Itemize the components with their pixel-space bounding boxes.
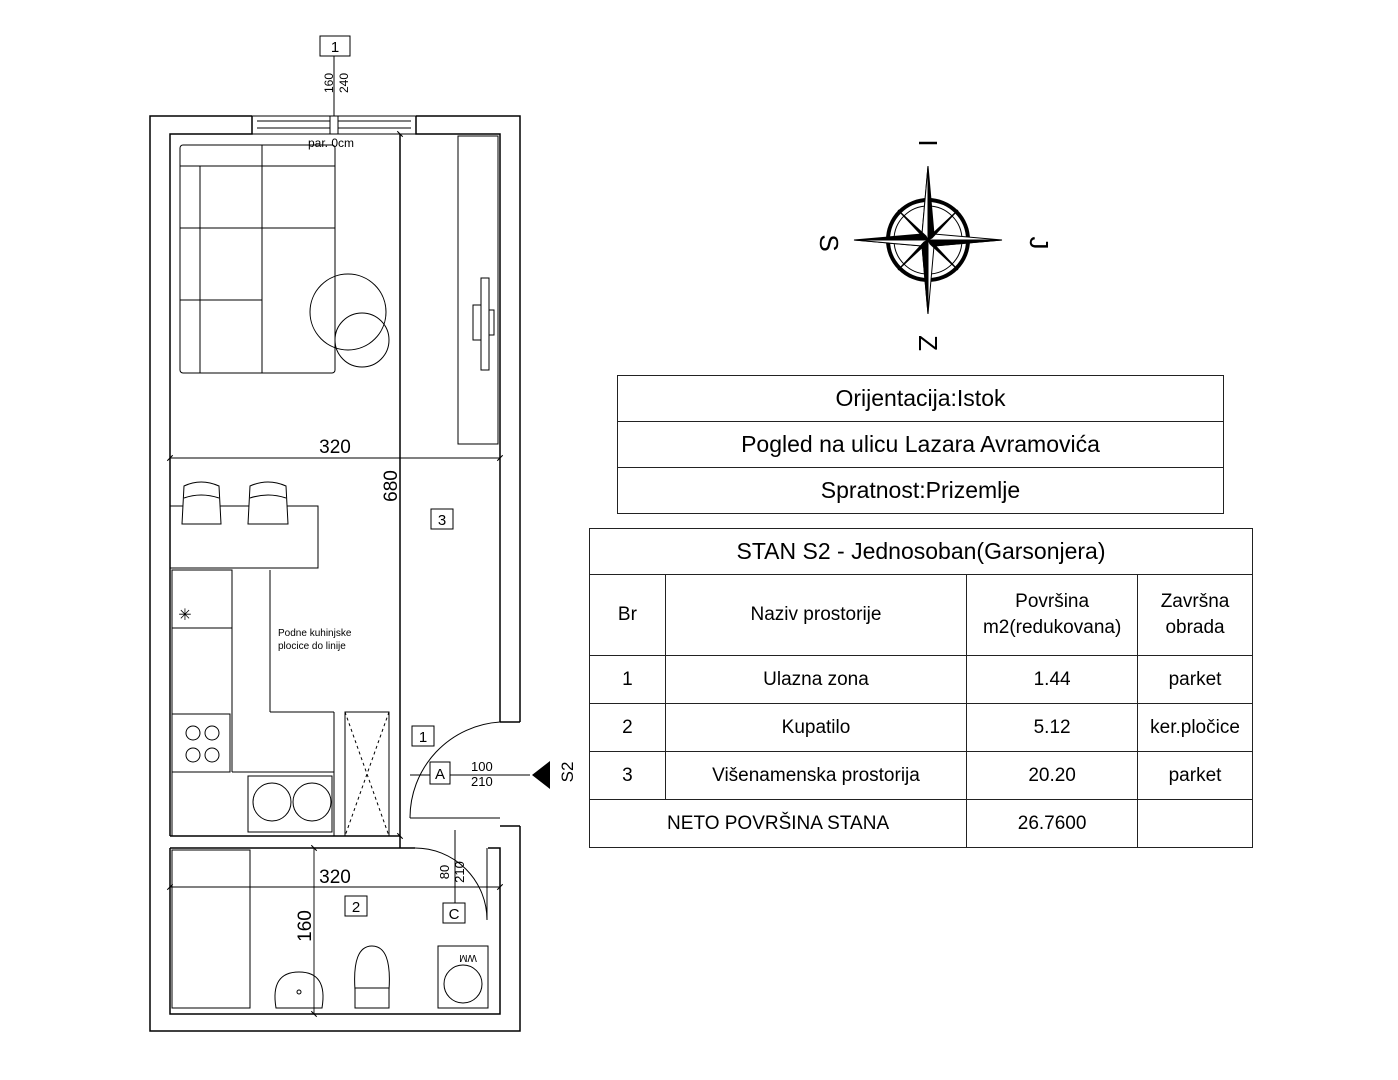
header-povrsina-line2: m2(redukovana) [982,617,1122,638]
row-br: 3 [589,751,666,800]
door-a-height: 210 [471,774,493,789]
total-row: NETO POVRŠINA STANA 26.7600 [588,799,1253,848]
compass-south-label: Z [913,335,943,351]
dimension-height: 680 [381,470,402,502]
dimension-top-width: 320 [319,437,351,458]
door-a-width: 100 [471,759,493,774]
row-povrsina: 20.20 [966,751,1139,800]
door-c-letter: C [449,906,460,923]
kitchen-note-line1: Podne kuhinjske [278,628,352,639]
bathtub [171,849,251,1009]
window-tag-box [319,35,351,57]
section-label: S2 [558,762,577,783]
compass-north-label: I [913,139,943,146]
room-tag-1: 1 [419,729,427,746]
dimension-lines [166,130,504,1018]
row-naziv: Ulazna zona [664,655,968,704]
wm-label: WM [459,952,477,963]
table-row: 1 Ulazna zona 1.44 parket [589,655,1253,704]
orientation-table: Orijentacija:Istok Pogled na ulicu Lazar… [617,375,1224,514]
sofa [179,144,336,374]
door-c-height: 210 [452,861,467,883]
room-tag-box-1 [411,725,435,747]
door-c-width: 80 [437,865,452,879]
room-tag-box-3 [430,508,454,530]
window-tag: 1 [331,39,339,56]
row-obrada: parket [1137,751,1253,800]
header-obrada: Završna obrada [1137,574,1253,656]
total-empty [1137,799,1253,848]
total-label: NETO POVRŠINA STANA [588,799,968,848]
row-naziv: Višenamenska prostorija [664,751,968,800]
door-a-tag-box [429,761,451,785]
row-obrada: parket [1137,655,1253,704]
view-cell: Pogled na ulicu Lazara Avramovića [617,421,1224,468]
room-tag-box-2 [344,895,368,917]
row-povrsina: 1.44 [966,655,1139,704]
tv-unit [457,135,499,445]
wardrobe [344,711,390,837]
door-c-tag-box [442,902,466,924]
room-tag-2: 2 [352,899,360,916]
header-br: Br [589,574,666,656]
row-br: 1 [589,655,666,704]
orientation-cell: Orijentacija:Istok [617,375,1224,422]
compass-east-label: J [1024,237,1054,250]
window [251,56,417,135]
row-povrsina: 5.12 [966,703,1139,752]
table-row: 2 Kupatilo 5.12 ker.pločice [589,703,1253,752]
kitchen-note-line2: plocice do linije [278,641,346,652]
window-dim-2: 240 [337,73,351,93]
header-povrsina: Površina m2(redukovana) [966,574,1139,656]
unit-table-title: STAN S2 - Jednosoban(Garsonjera) [589,528,1253,575]
par-label: par. 0cm [308,136,354,150]
table-row: 3 Višenamenska prostorija 20.20 parket [589,751,1253,800]
entrance-door [409,721,530,819]
bathroom-door [414,830,488,921]
washing-machine [437,945,489,1009]
fridge-icon: ✳ [178,607,191,624]
header-obrada-line1: Završna [1160,591,1230,613]
kitchen-counter [171,569,334,836]
dimension-bath-width: 320 [319,867,351,888]
floor-level-cell: Spratnost:Prizemlje [617,467,1224,514]
row-br: 2 [589,703,666,752]
row-naziv: Kupatilo [664,703,968,752]
header-naziv: Naziv prostorije [664,574,968,656]
row-obrada: ker.pločice [1137,703,1253,752]
toilet [354,945,390,1009]
room-tag-3: 3 [438,512,446,529]
header-obrada-line2: obrada [1165,617,1225,638]
total-value: 26.7600 [966,799,1139,848]
door-a-letter: A [435,766,445,783]
washbasin [274,971,324,1009]
compass-west-label: S [814,234,844,251]
header-povrsina-line1: Površina [1015,591,1090,613]
coffee-tables [309,273,390,368]
unit-area-table: STAN S2 - Jednosoban(Garsonjera) Br Nazi… [588,528,1253,848]
section-marker-icon [532,761,550,789]
dimension-bath-height: 160 [295,910,316,942]
window-dim-1: 160 [322,73,336,93]
compass-rose-icon [853,165,1003,315]
bar-counter [169,481,319,569]
